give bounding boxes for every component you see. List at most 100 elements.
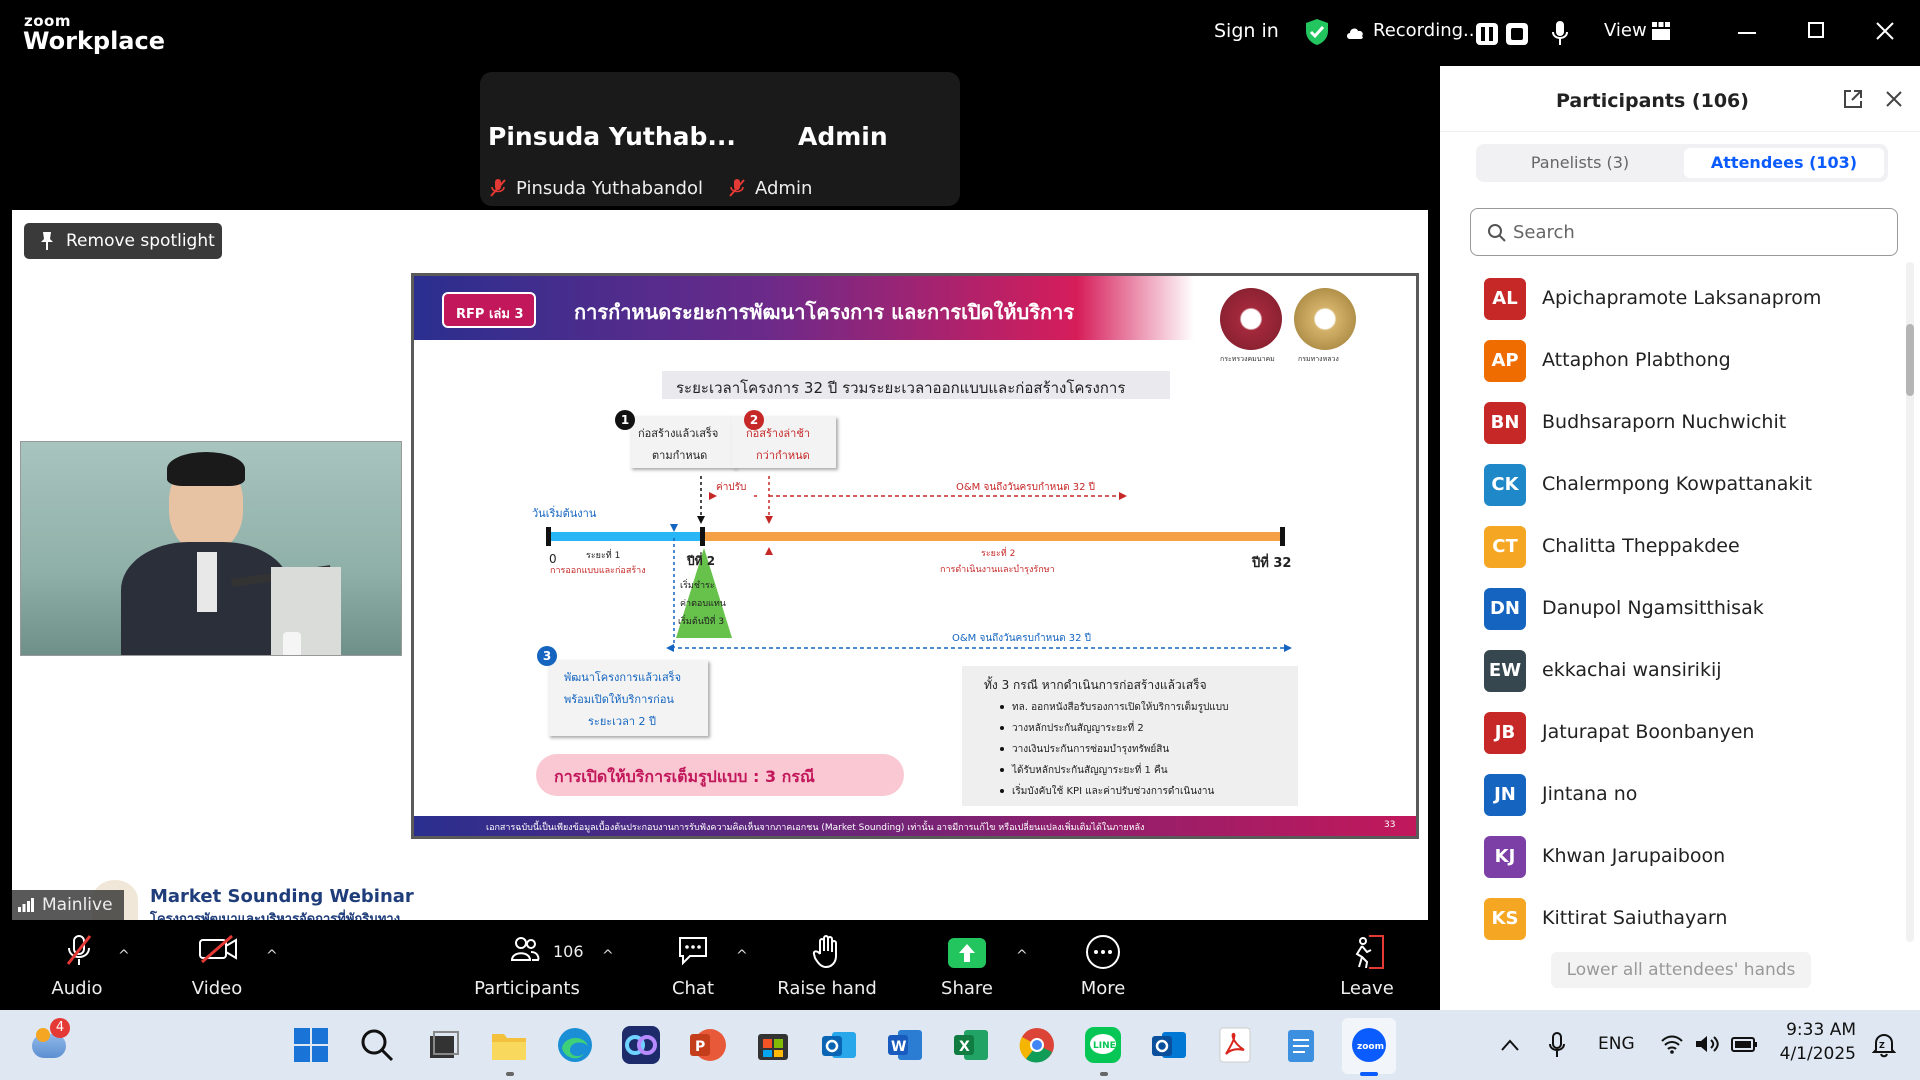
pause-recording-button[interactable] [1476, 23, 1498, 45]
list-item[interactable]: AL Apichapramote Laksanaprom [1440, 268, 1880, 330]
more-button[interactable]: More [1038, 922, 1168, 1010]
list-item[interactable]: BN Budhsaraporn Nuchwichit [1440, 392, 1880, 454]
scrollbar-thumb[interactable] [1906, 324, 1914, 396]
windows-start-icon[interactable] [290, 1024, 332, 1066]
notification-bell-icon[interactable]: Z [1872, 1032, 1896, 1058]
close-panel-icon[interactable] [1886, 91, 1902, 107]
share-button[interactable]: Share [902, 922, 1032, 1010]
leave-icon [1355, 935, 1384, 969]
view-button[interactable]: View [1604, 20, 1647, 41]
attendee-name: Attaphon Plabthong [1542, 349, 1731, 371]
clipchamp-icon[interactable] [620, 1024, 662, 1066]
microsoft-store-icon[interactable] [752, 1024, 794, 1066]
presentation-slide: RFP เล่ม 3 การกำหนดระยะการพัฒนาโครงการ แ… [411, 273, 1419, 839]
zoom-app-icon[interactable]: zoom [1348, 1024, 1390, 1066]
payment-line2: ค่าตอบแทน [680, 599, 726, 609]
minimize-icon[interactable] [1738, 32, 1756, 34]
avatar: KS [1484, 898, 1526, 940]
tab-panelists[interactable]: Panelists (3) [1530, 153, 1630, 172]
language-indicator[interactable]: ENG [1598, 1034, 1635, 1054]
file-explorer-icon[interactable] [488, 1024, 530, 1066]
panel-title: Participants (106) [1556, 90, 1749, 112]
popout-icon[interactable] [1842, 88, 1864, 110]
year32-label: ปีที่ 32 [1252, 556, 1292, 571]
case3-number: 3 [537, 646, 557, 666]
weather-badge: 4 [50, 1018, 70, 1038]
case1-number: 1 [615, 410, 635, 430]
clock-date[interactable]: 4/1/2025 [1779, 1044, 1856, 1064]
list-item[interactable]: JB Jaturapat Boonbanyen [1440, 702, 1880, 764]
case3-line1: พัฒนาโครงการแล้วเสร็จ [564, 671, 682, 684]
list-item[interactable]: EW ekkachai wansirikij [1440, 640, 1880, 702]
avatar: BN [1484, 402, 1526, 444]
list-item[interactable]: KS Kittirat Saiuthayarn [1440, 888, 1880, 950]
video-button[interactable]: Video [152, 922, 282, 1010]
audio-button[interactable]: Audio [12, 922, 142, 1010]
list-scrollbar[interactable] [1906, 262, 1914, 942]
remove-spotlight-button[interactable]: Remove spotlight [24, 223, 222, 259]
bullet-icon [1000, 705, 1004, 709]
shield-check-icon[interactable] [1304, 18, 1330, 46]
grid-view-icon[interactable] [1652, 22, 1670, 40]
list-item[interactable]: CT Chalitta Theppakdee [1440, 516, 1880, 578]
line-app-icon[interactable]: LINE [1082, 1024, 1124, 1066]
word-icon[interactable]: W [884, 1024, 926, 1066]
avatar: KJ [1484, 836, 1526, 878]
close-window-icon[interactable] [1876, 22, 1894, 40]
participants-button[interactable]: 106 Participants [462, 922, 592, 1010]
avatar: AP [1484, 340, 1526, 382]
microphone-icon[interactable] [1548, 1032, 1566, 1058]
search-input[interactable]: Search [1470, 208, 1898, 256]
excel-icon[interactable]: X [950, 1024, 992, 1066]
outlook-new-icon[interactable] [818, 1024, 860, 1066]
audio-label: Audio [51, 978, 103, 999]
webinar-subtitle: โครงการพัฒนาและบริหารจัดการที่พักริมทาง [150, 912, 401, 920]
slide-subtitle-box: ระยะเวลาโครงการ 32 ปี รวมระยะเวลาออกแบบแ… [662, 371, 1170, 399]
task-view-icon[interactable] [422, 1024, 464, 1066]
list-item[interactable]: JN Jintana no [1440, 764, 1880, 826]
om-bottom-label: O&M จนถึงวันครบกำหนด 32 ปี [952, 633, 1091, 644]
podium [271, 567, 341, 655]
svg-text:Z: Z [1879, 1041, 1885, 1050]
restore-icon[interactable] [1808, 22, 1824, 38]
more-label: More [1080, 978, 1126, 999]
tab-attendees[interactable]: Attendees (103) [1684, 148, 1884, 178]
raise-hand-button[interactable]: Raise hand [762, 922, 892, 1010]
powerpoint-icon[interactable]: P [686, 1024, 728, 1066]
acrobat-icon[interactable] [1214, 1024, 1256, 1066]
condition-item: ทล. ออกหนังสือรับรองการเปิดให้บริการเต็ม… [1012, 702, 1229, 713]
sign-in-link[interactable]: Sign in [1214, 20, 1279, 42]
participants-count: 106 [553, 942, 584, 961]
slide-header-band [414, 276, 1194, 340]
case2-number: 2 [744, 410, 764, 430]
chrome-icon[interactable] [1016, 1024, 1058, 1066]
lower-hands-button[interactable]: Lower all attendees' hands [1551, 952, 1811, 988]
participants-chevron-icon[interactable]: ^ [602, 948, 614, 964]
search-icon[interactable] [356, 1024, 398, 1066]
list-item[interactable]: KJ Khwan Jarupaiboon [1440, 826, 1880, 888]
stop-recording-button[interactable] [1506, 23, 1528, 45]
video-options-chevron-icon[interactable]: ^ [266, 948, 278, 964]
list-item[interactable]: CK Chalermpong Kowpattanakit [1440, 454, 1880, 516]
clock-time[interactable]: 9:33 AM [1786, 1020, 1856, 1040]
list-item[interactable]: AP Attaphon Plabthong [1440, 330, 1880, 392]
audio-options-chevron-icon[interactable]: ^ [118, 948, 130, 964]
volume-icon[interactable] [1694, 1034, 1720, 1054]
water-bottle [283, 632, 301, 655]
chevron-up-icon[interactable] [1500, 1038, 1520, 1052]
wifi-icon[interactable] [1660, 1034, 1684, 1054]
list-item[interactable]: DN Danupol Ngamsitthisak [1440, 578, 1880, 640]
chat-button[interactable]: Chat [628, 922, 758, 1010]
microphone-icon[interactable] [1552, 20, 1568, 46]
speaker-name-2: Admin [798, 122, 888, 151]
share-chevron-icon[interactable]: ^ [1016, 948, 1028, 964]
outlook-icon[interactable] [1148, 1024, 1190, 1066]
chat-chevron-icon[interactable]: ^ [736, 948, 748, 964]
battery-icon[interactable] [1730, 1034, 1758, 1054]
edge-browser-icon[interactable] [554, 1024, 596, 1066]
leave-button[interactable]: Leave [1302, 922, 1432, 1010]
attendee-list: AL Apichapramote Laksanaprom AP Attaphon… [1440, 262, 1900, 1002]
notepad-icon[interactable] [1280, 1024, 1322, 1066]
case1-line1: ก่อสร้างแล้วเสร็จ [638, 427, 719, 440]
ministry-caption: กระทรวงคมนาคม [1220, 355, 1275, 363]
